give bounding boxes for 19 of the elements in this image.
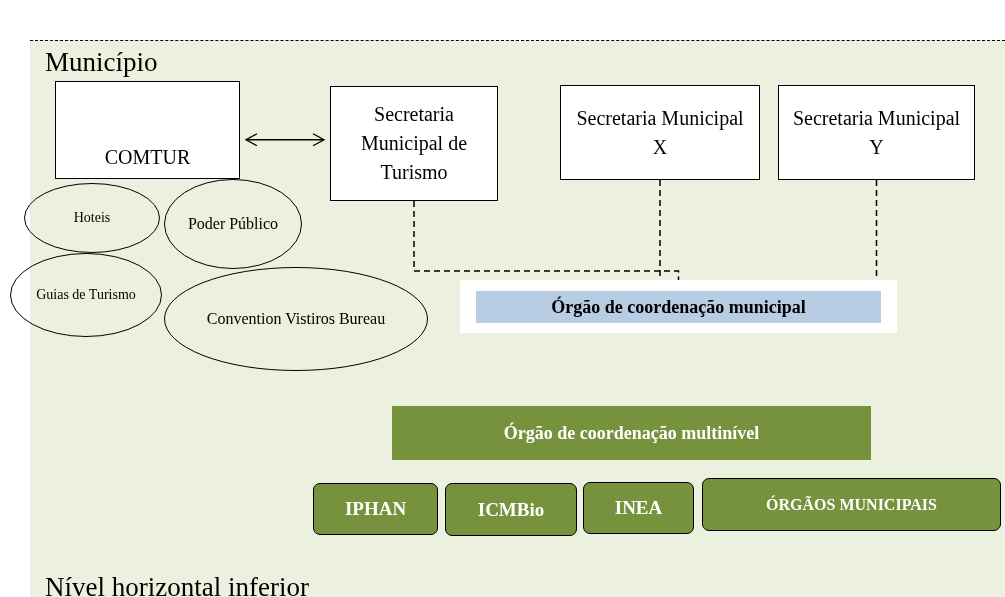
process-box: COMTUR xyxy=(55,81,240,179)
process-box: Secretaria Municipal X xyxy=(560,85,760,180)
process-box: Secretaria Municipal de Turismo xyxy=(330,86,498,201)
agency-box: INEA xyxy=(583,482,694,534)
region-footer: Nível horizontal inferior xyxy=(45,572,309,597)
agency-box: ICMBio xyxy=(445,483,577,536)
dashed-connector xyxy=(413,200,680,281)
agency-box: ÓRGÃOS MUNICIPAIS xyxy=(702,478,1001,531)
ellipse-node: Hoteis xyxy=(24,183,160,253)
ellipse-node: Guias de Turismo xyxy=(10,253,162,337)
coordination-label: Órgão de coordenação municipal xyxy=(476,290,881,323)
arrow xyxy=(245,133,325,147)
coordination-panel xyxy=(460,280,897,333)
agency-box: IPHAN xyxy=(313,483,438,535)
ellipse-node: Poder Público xyxy=(164,179,302,269)
region-title: Município xyxy=(45,47,158,78)
ellipse-node: Convention Vistiros Bureau xyxy=(164,267,428,371)
coordination-bar: Órgão de coordenação multinível xyxy=(392,406,871,460)
process-box: Secretaria Municipal Y xyxy=(778,85,975,180)
